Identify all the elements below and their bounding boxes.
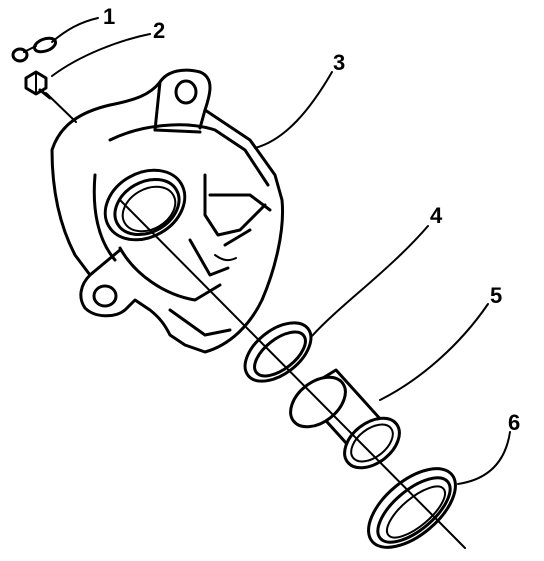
bleeder-cap [11,36,58,63]
callout-4: 4 [430,203,443,228]
piston [289,368,401,470]
callout-6: 6 [508,410,521,435]
dust-boot [367,467,457,549]
center-axis-line [119,199,466,549]
callout-1: 1 [103,4,116,29]
piston-seal [243,321,313,383]
caliper-housing [50,68,285,354]
bleeder-valve [24,70,52,100]
callout-2: 2 [153,18,166,43]
callout-3: 3 [333,50,346,75]
callout-5: 5 [490,283,503,308]
leader-lines [45,17,511,485]
